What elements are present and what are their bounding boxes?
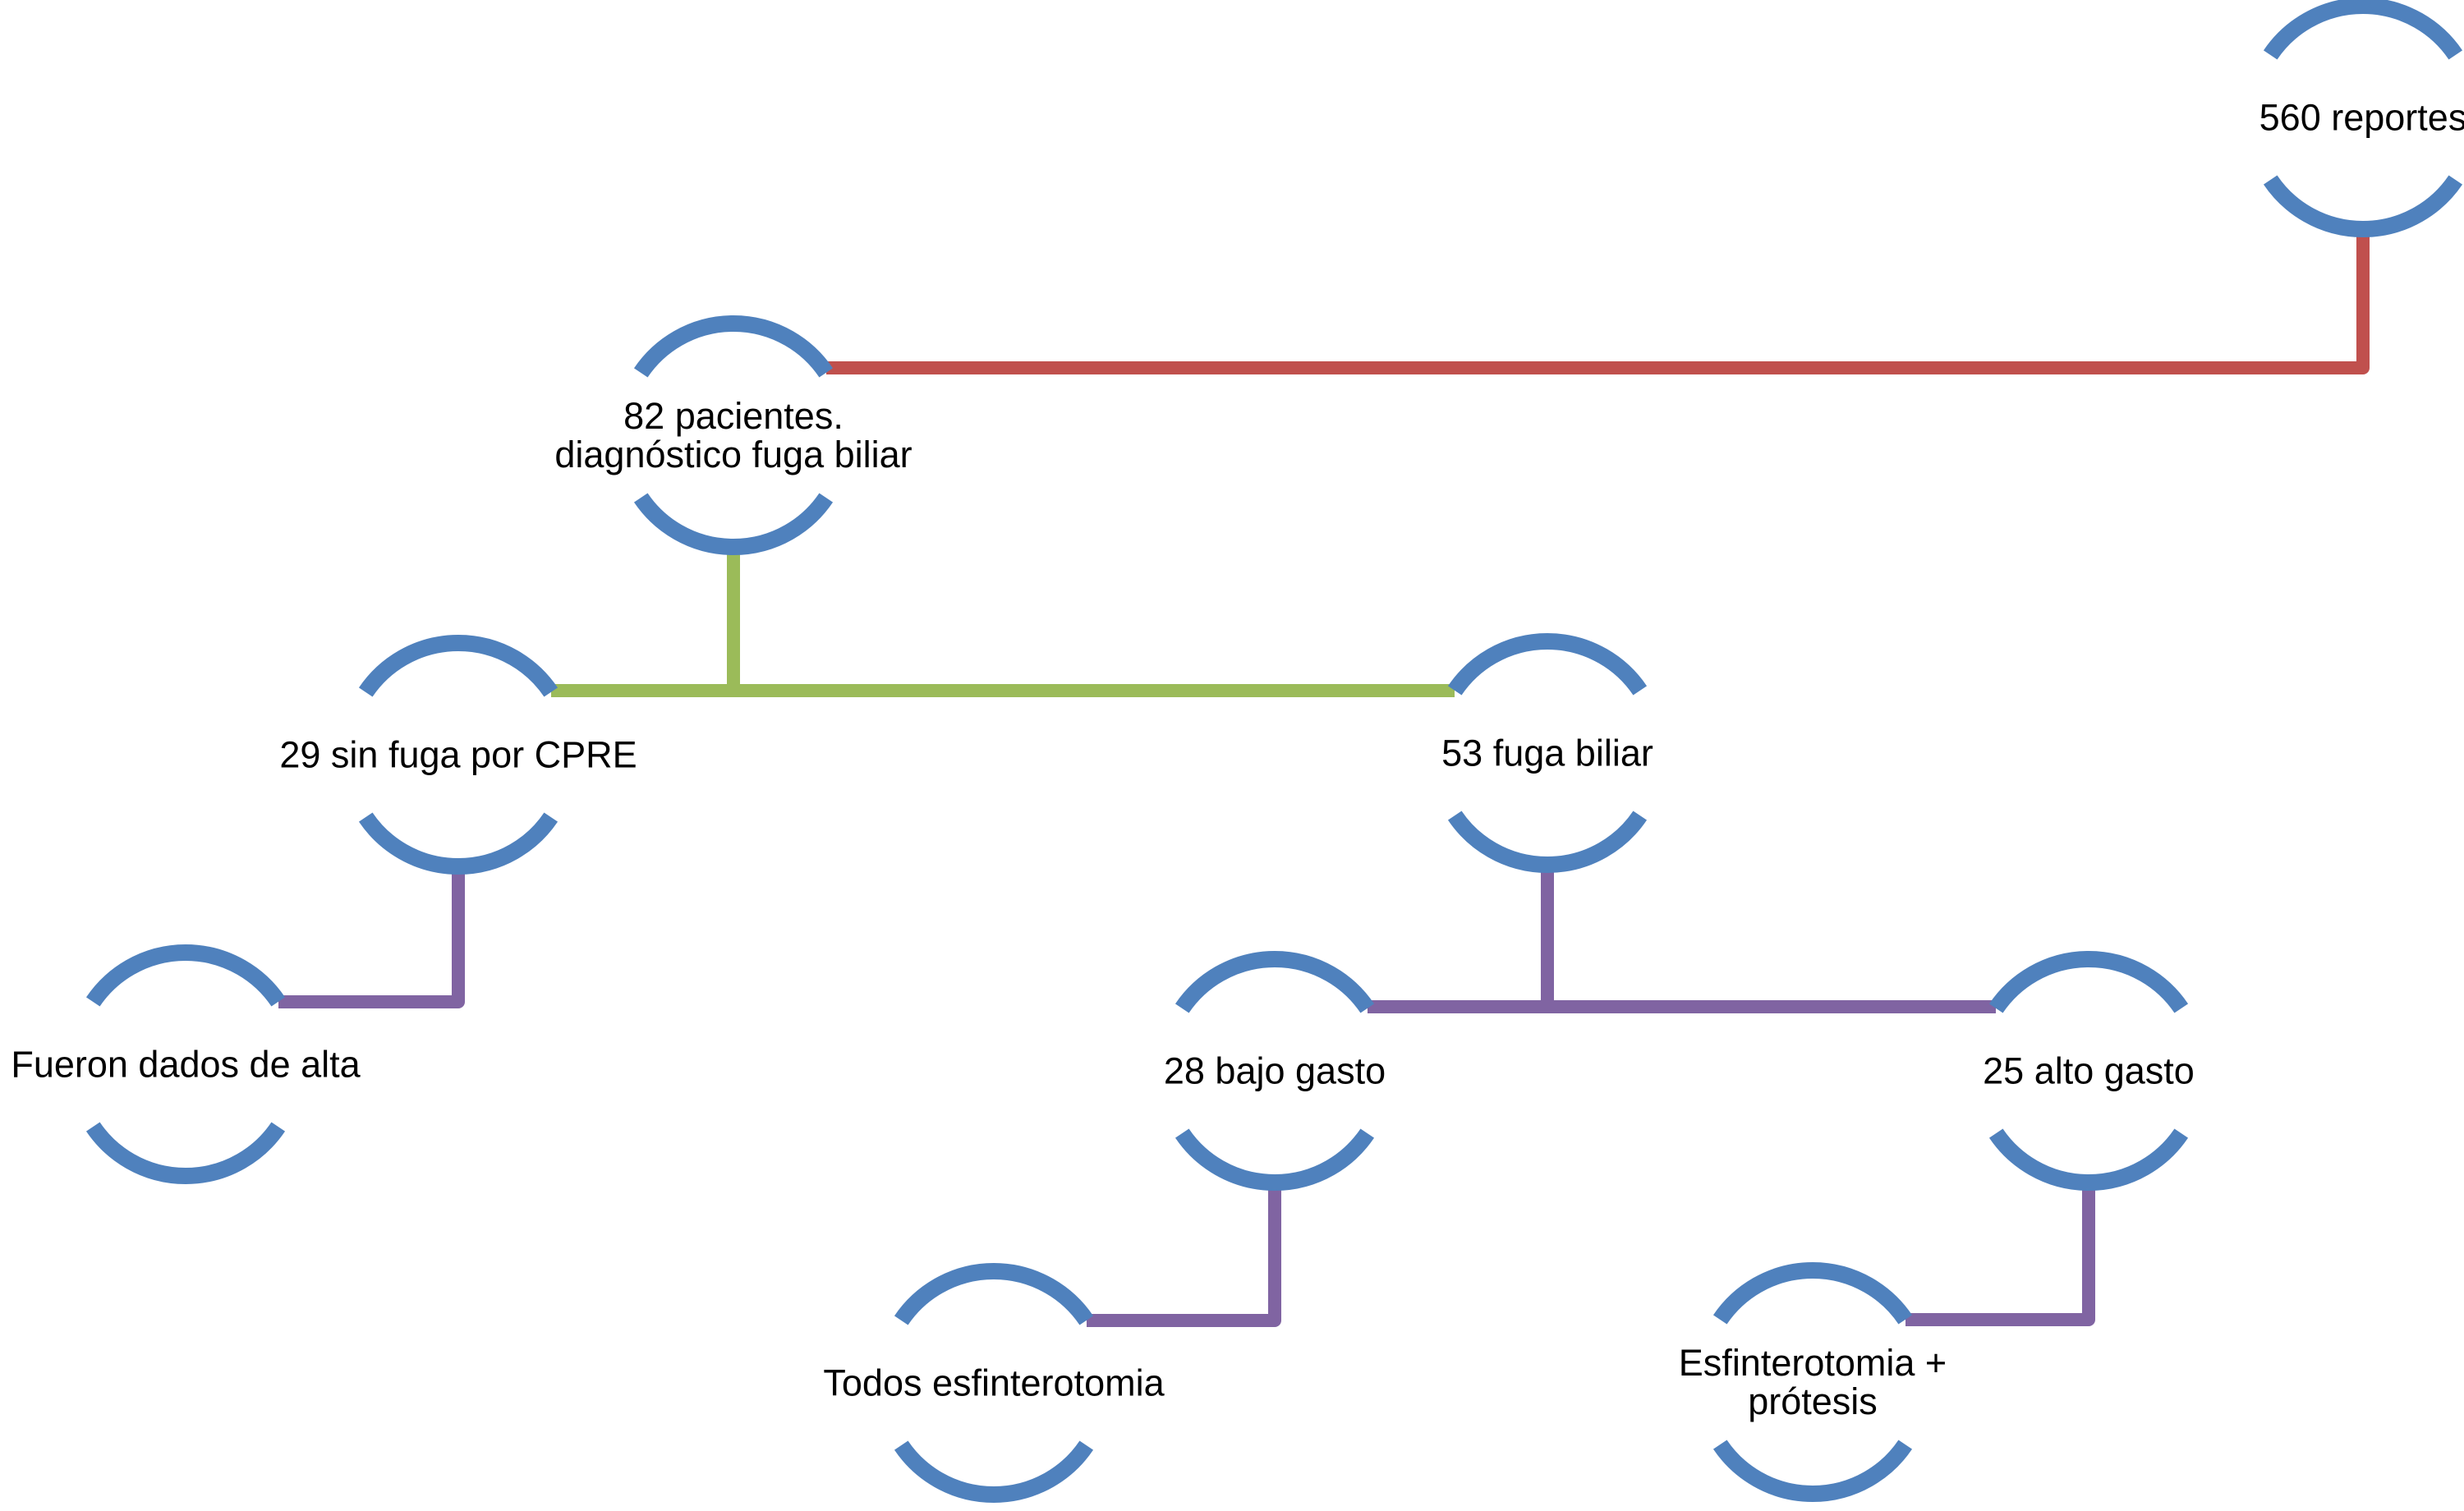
node-dados-de-alta-arc-bottom	[85, 1122, 286, 1184]
node-fuga-biliar-arc-top	[1447, 633, 1648, 696]
connector-alto-gasto-to-protesis	[1905, 1181, 2095, 1326]
node-pacientes-arc-bottom	[633, 493, 834, 555]
node-reportes-label-line1: 560 reportes	[2259, 97, 2464, 139]
labels-layer: 560 reportes 82 pacientes.diagnóstico fug…	[11, 97, 2464, 1423]
nodes-layer	[85, 0, 2463, 1503]
node-reportes-arc-top	[2263, 0, 2463, 60]
node-todos-esfinterotomia-arc-bottom	[894, 1440, 1094, 1503]
node-pacientes-label-line2: diagnóstico fuga biliar	[554, 434, 912, 475]
node-todos-esfinterotomia-label-line1: Todos esfinterotomia	[823, 1362, 1165, 1404]
node-alto-gasto-arc-top	[1988, 951, 2189, 1013]
node-reportes-arc-bottom	[2263, 175, 2463, 237]
node-esfinterotomia-protesis-label-line1: Esfinterotomia +	[1679, 1342, 1947, 1384]
connector-bajo-gasto-to-todos	[1087, 1181, 1281, 1327]
node-dados-de-alta-label-line1: Fueron dados de alta	[11, 1044, 361, 1086]
node-fuga-biliar-arc-bottom	[1447, 811, 1648, 873]
node-pacientes-arc-top	[633, 315, 834, 378]
node-bajo-gasto-label-line1: 28 bajo gasto	[1164, 1050, 1386, 1092]
node-pacientes-label-line1: 82 pacientes.	[623, 395, 844, 437]
node-esfinterotomia-protesis-arc-bottom	[1712, 1440, 1913, 1502]
node-alto-gasto-arc-bottom	[1988, 1128, 2189, 1191]
connector-reportes-to-pacientes	[826, 229, 2370, 374]
connector-sin-fuga-to-dados-de-alta	[278, 865, 465, 1008]
node-fuga-biliar-label-line1: 53 fuga biliar	[1441, 733, 1653, 774]
node-esfinterotomia-protesis-arc-top	[1712, 1262, 1913, 1325]
node-bajo-gasto-arc-top	[1175, 951, 1375, 1013]
node-sin-fuga-label-line1: 29 sin fuga por CPRE	[279, 734, 637, 776]
connectors-layer	[278, 229, 2370, 1327]
node-alto-gasto-label-line1: 25 alto gasto	[1983, 1050, 2195, 1092]
node-bajo-gasto-arc-bottom	[1175, 1128, 1375, 1191]
node-dados-de-alta-arc-top	[85, 944, 286, 1007]
node-sin-fuga-arc-top	[358, 635, 559, 697]
node-sin-fuga-arc-bottom	[358, 812, 559, 875]
node-todos-esfinterotomia-arc-top	[894, 1263, 1094, 1325]
node-esfinterotomia-protesis-label-line2: prótesis	[1748, 1380, 1878, 1422]
